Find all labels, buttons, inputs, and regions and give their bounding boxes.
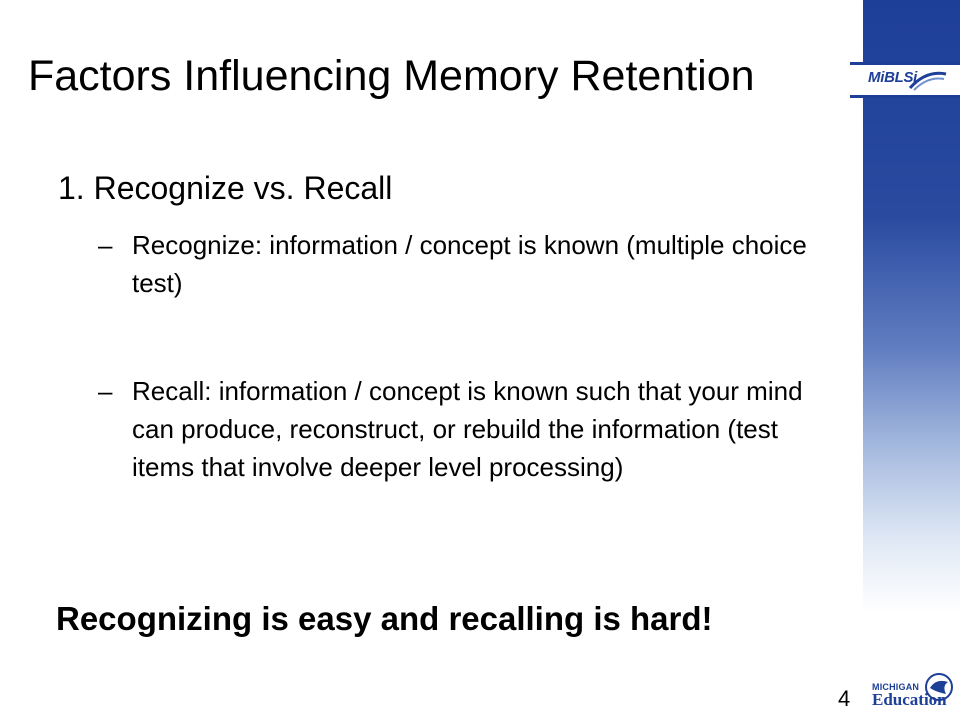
michigan-seal-icon (925, 673, 953, 701)
emphasis-statement: Recognizing is easy and recalling is har… (56, 600, 713, 637)
sub-item-recognize: – Recognize: information / concept is kn… (98, 226, 838, 302)
sub-item-recall-text: Recall: information / concept is known s… (132, 376, 803, 482)
sub-item-recall: – Recall: information / concept is known… (98, 372, 838, 486)
michigan-logo-small-text: MICHIGAN (872, 682, 920, 692)
slide-title: Factors Influencing Memory Retention (28, 52, 755, 100)
sidebar-gradient (863, 0, 960, 720)
michigan-education-logo: MICHIGAN Education (870, 672, 958, 716)
page-number: 4 (838, 686, 851, 711)
list-item-recognize-vs-recall: 1. Recognize vs. Recall (58, 170, 393, 206)
miblsi-logo-text: MiBLSi (868, 69, 918, 86)
dash-bullet: – (98, 376, 113, 406)
dash-bullet: – (98, 230, 113, 260)
miblsi-logo: MiBLSi (850, 62, 960, 98)
swoosh-icon (908, 71, 947, 91)
sub-item-recognize-text: Recognize: information / concept is know… (132, 230, 807, 298)
